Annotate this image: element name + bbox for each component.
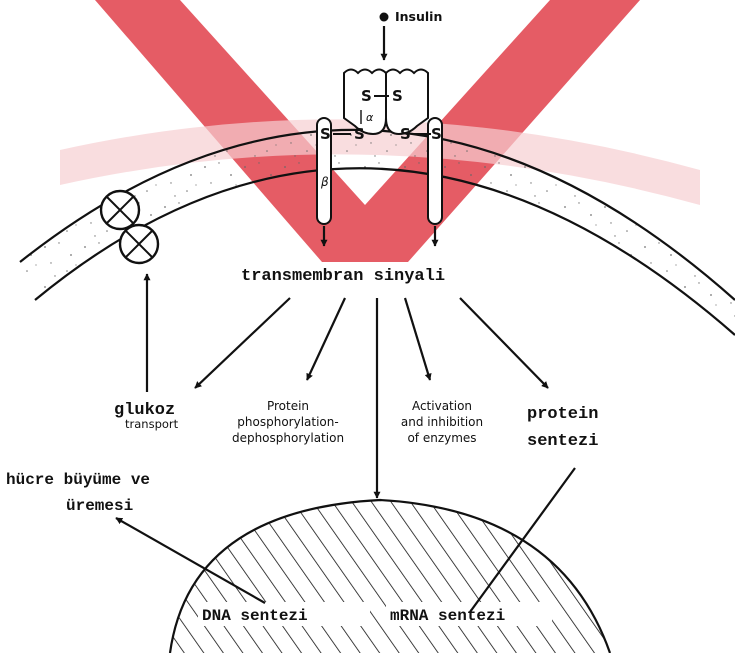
transporter-circle-bottom (120, 225, 158, 263)
transmembrane-signal-label: transmembran sinyali (241, 267, 445, 286)
bond-s-top-left: S (361, 87, 372, 105)
arrow-to-enzymes (405, 298, 430, 380)
bond-s-top-right: S (392, 87, 403, 105)
protein-synthesis-line-2: sentezi (527, 432, 598, 451)
protein-synthesis-line-1: protein (527, 405, 598, 424)
mrna-synthesis-label: mRNA sentezi (390, 607, 505, 625)
phosphorylation-line-1: Protein (267, 399, 309, 413)
cell-growth: hücre büyüme ve üremesi (6, 471, 150, 515)
bond-s-mid-left-b: S (354, 125, 365, 143)
effect-protein-synthesis: protein sentezi (527, 405, 598, 451)
bond-s-mid-left-a: S (320, 125, 331, 143)
bond-s-mid-right-a: S (400, 125, 411, 143)
dna-synthesis-label: DNA sentezi (202, 607, 308, 625)
transporter-circle-top (101, 191, 139, 229)
effect-phosphorylation: Protein phosphorylation- dephosphorylati… (232, 399, 344, 445)
growth-line-1: hücre büyüme ve (6, 471, 150, 489)
nucleus: DNA sentezi mRNA sentezi (170, 500, 610, 653)
beta-label: β (320, 175, 329, 189)
enzymes-line-1: Activation (412, 399, 472, 413)
effect-glucose: glukoz transport (114, 401, 179, 431)
signal-arrows (195, 298, 548, 498)
enzymes-line-2: and inhibition (401, 415, 483, 429)
arrow-to-phosphorylation (307, 298, 345, 380)
insulin-dot (380, 13, 389, 22)
effect-enzymes: Activation and inhibition of enzymes (401, 399, 483, 445)
phosphorylation-line-2: phosphorylation- (237, 415, 338, 429)
insulin-label: Insulin (395, 9, 442, 24)
growth-line-2: üremesi (66, 497, 133, 515)
alpha-label: α (366, 111, 374, 124)
arrow-to-protein-synthesis (460, 298, 548, 388)
phosphorylation-line-3: dephosphorylation (232, 431, 344, 445)
glucose-sub-label: transport (125, 417, 179, 431)
enzymes-line-3: of enzymes (407, 431, 476, 445)
insulin-molecule: Insulin (380, 9, 443, 60)
nucleus-body (170, 500, 610, 653)
arrow-to-glucose (195, 298, 290, 388)
bond-s-mid-right-b: S (431, 125, 442, 143)
